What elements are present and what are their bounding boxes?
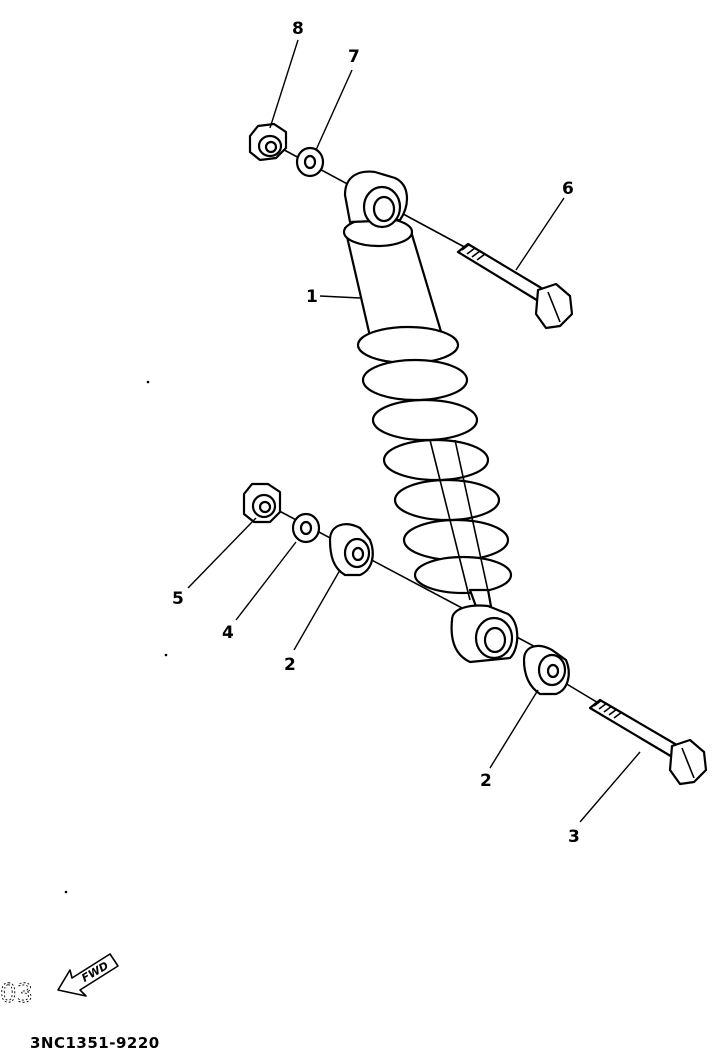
- callout-3: 3: [568, 827, 580, 847]
- part-1-shock-absorber: [342, 170, 519, 664]
- part-8-nut-upper: [248, 122, 288, 162]
- spring-coils: [356, 325, 513, 601]
- page-code: 03: [0, 979, 34, 1010]
- fwd-arrow-icon: FWD: [57, 953, 119, 997]
- part-2-collar-left: [328, 523, 374, 577]
- leader-lines: [187, 39, 641, 823]
- part-7-washer-upper: [295, 146, 325, 178]
- callout-8: 8: [292, 19, 304, 39]
- callout-7: 7: [348, 47, 360, 67]
- reference-code: 3NC1351-9220: [30, 1034, 160, 1052]
- stray-marks: [64, 380, 168, 894]
- part-6-bolt-upper: [456, 242, 574, 330]
- callout-2-right: 2: [480, 771, 492, 791]
- callout-2-left: 2: [284, 655, 296, 675]
- part-3-bolt-lower: [588, 698, 708, 786]
- callout-labels: 8 7 6 1 5 4 2 2 3: [172, 19, 580, 847]
- callout-4: 4: [222, 623, 234, 643]
- page-code-text: 03: [0, 979, 33, 1009]
- part-5-nut-lower: [242, 482, 282, 524]
- callout-5: 5: [172, 589, 184, 609]
- part-2-collar-right: [522, 644, 570, 696]
- callout-1: 1: [306, 287, 318, 307]
- part-4-washer-lower: [291, 512, 321, 544]
- callout-6: 6: [562, 179, 574, 199]
